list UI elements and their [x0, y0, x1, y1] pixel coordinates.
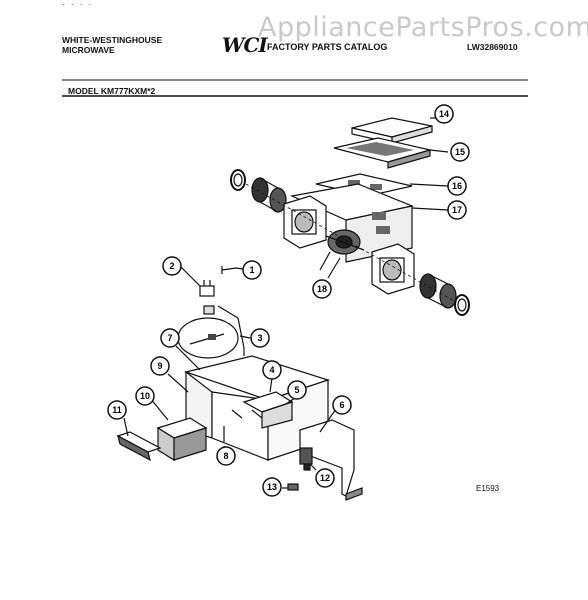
callout-number: 7 — [167, 333, 172, 343]
callout-number: 5 — [294, 385, 299, 395]
figure-code: E1593 — [476, 484, 500, 493]
callout-5: 5 — [287, 380, 307, 400]
callout-number: 12 — [320, 473, 330, 483]
callout-3: 3 — [250, 328, 270, 348]
callout-12: 12 — [315, 468, 335, 488]
callout-number: 14 — [439, 109, 449, 119]
part-left-blower-wheel — [251, 177, 287, 213]
part-small-connector — [203, 305, 215, 315]
callout-number: 6 — [339, 400, 344, 410]
callout-9: 9 — [150, 356, 170, 376]
callout-number: 11 — [112, 405, 122, 415]
part-right-blower-wheel — [419, 273, 457, 309]
callout-number: 2 — [169, 261, 174, 271]
callout-11: 11 — [107, 400, 127, 420]
part-18-motor — [319, 229, 365, 271]
callout-1: 1 — [242, 260, 262, 280]
callout-7: 7 — [160, 328, 180, 348]
model-label: MODEL KM777KXM*2 — [68, 86, 156, 96]
part-6-bracket — [299, 419, 363, 501]
part-right-blower-housing — [371, 243, 415, 295]
callout-number: 3 — [257, 333, 262, 343]
part-right-ring — [454, 294, 470, 316]
callout-circle — [216, 446, 236, 466]
callout-circle — [250, 328, 270, 348]
callout-number: 9 — [157, 361, 162, 371]
callout-circle — [242, 260, 262, 280]
wci-logo: WCI — [222, 33, 268, 57]
product-type: MICROWAVE — [62, 45, 115, 55]
callout-number: 4 — [269, 365, 274, 375]
callout-number: 10 — [140, 391, 150, 401]
callout-2: 2 — [162, 256, 182, 276]
part-15-filter — [333, 137, 431, 169]
callout-circle — [332, 395, 352, 415]
callout-circle — [107, 400, 127, 420]
callout-number: 13 — [267, 482, 277, 492]
callout-circle — [262, 360, 282, 380]
callout-18: 18 — [312, 279, 332, 299]
callout-circle — [162, 256, 182, 276]
part-10-transformer — [156, 417, 208, 462]
callout-number: 18 — [317, 284, 327, 294]
callout-circle — [450, 142, 470, 162]
callout-circle — [312, 279, 332, 299]
catalog-title: FACTORY PARTS CATALOG — [267, 42, 388, 52]
part-11-cover-plate — [116, 431, 162, 462]
cropped-top-text: - · · · — [62, 0, 94, 9]
callout-17: 17 — [447, 200, 467, 220]
callout-number: 17 — [452, 205, 462, 215]
callout-14: 14 — [434, 104, 454, 124]
part-left-blower-housing — [283, 195, 327, 249]
callout-circle — [315, 468, 335, 488]
part-12-relay — [299, 447, 313, 471]
document-number: LW32869010 — [467, 42, 518, 52]
callout-13: 13 — [262, 477, 282, 497]
callout-circle — [262, 477, 282, 497]
callout-number: 8 — [223, 451, 228, 461]
part-left-ring — [230, 169, 246, 191]
watermark: AppliancePartsPros.com — [258, 12, 588, 43]
part-2-switch — [199, 280, 215, 297]
callout-circle — [434, 104, 454, 124]
brand-name: WHITE-WESTINGHOUSE — [62, 35, 163, 45]
callout-circle — [150, 356, 170, 376]
callout-4: 4 — [262, 360, 282, 380]
callout-circle — [135, 386, 155, 406]
callout-10: 10 — [135, 386, 155, 406]
callout-number: 16 — [452, 181, 462, 191]
callout-16: 16 — [447, 176, 467, 196]
part-13-fuse — [287, 483, 299, 491]
callout-circle — [160, 328, 180, 348]
callout-6: 6 — [332, 395, 352, 415]
callout-number: 1 — [249, 265, 254, 275]
callout-15: 15 — [450, 142, 470, 162]
part-1-screw — [221, 266, 237, 274]
callout-circle — [287, 380, 307, 400]
callout-circle — [447, 200, 467, 220]
callout-8: 8 — [216, 446, 236, 466]
callout-circle — [447, 176, 467, 196]
part-5-bracket — [261, 401, 293, 429]
part-14-grille — [351, 117, 433, 144]
callout-number: 15 — [455, 147, 465, 157]
